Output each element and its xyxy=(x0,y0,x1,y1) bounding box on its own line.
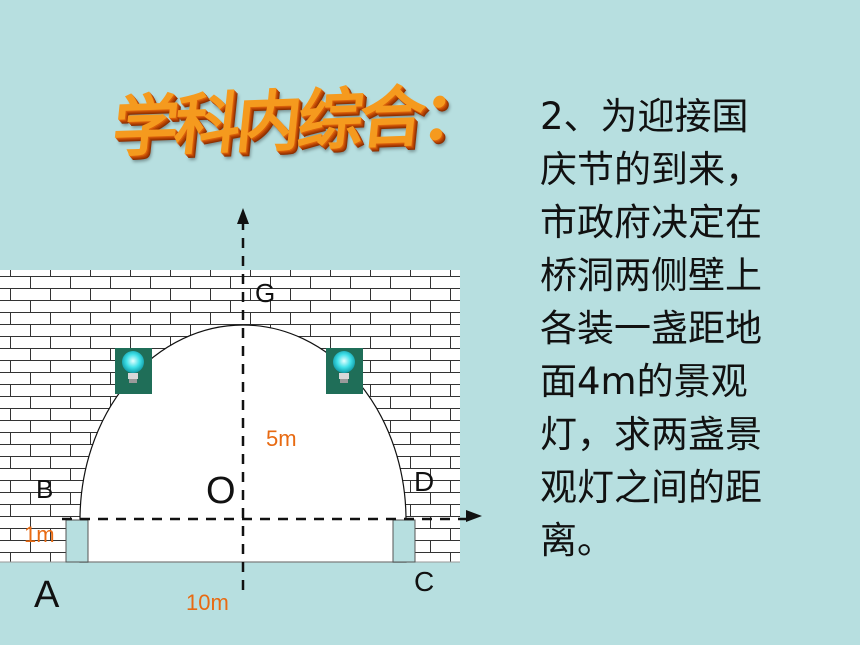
light-bulb-icon xyxy=(326,348,363,394)
dimension-height: 5m xyxy=(266,426,297,451)
problem-line: 离。 xyxy=(540,519,614,562)
label-g: G xyxy=(255,278,276,308)
problem-line: 观灯之间的距 xyxy=(540,466,762,509)
label-o: O xyxy=(206,470,236,512)
problem-line: 灯，求两盏景 xyxy=(540,413,762,456)
x-axis-arrow xyxy=(466,510,482,522)
problem-text: 2、为迎接国 庆节的到来， 市政府决定在 桥洞两侧壁上 各装一盏距地 面4m的景… xyxy=(540,90,830,567)
problem-line: 面4m的景观 xyxy=(540,360,748,403)
y-axis-arrow xyxy=(237,208,249,224)
left-pillar xyxy=(65,519,89,563)
problem-line: 各装一盏距地 xyxy=(540,307,762,350)
dimension-wall: 1m xyxy=(24,522,55,547)
problem-line: 2、为迎接国 xyxy=(540,95,749,138)
label-c: C xyxy=(414,566,435,597)
label-a: A xyxy=(34,574,60,616)
problem-line: 庆节的到来， xyxy=(540,148,762,191)
right-pillar xyxy=(392,519,416,563)
label-d: D xyxy=(414,466,435,497)
problem-line: 市政府决定在 xyxy=(540,201,762,244)
label-b: B xyxy=(36,474,54,504)
problem-line: 桥洞两侧壁上 xyxy=(540,254,762,297)
dimension-width: 10m xyxy=(186,590,229,615)
light-bulb-icon xyxy=(115,348,152,394)
